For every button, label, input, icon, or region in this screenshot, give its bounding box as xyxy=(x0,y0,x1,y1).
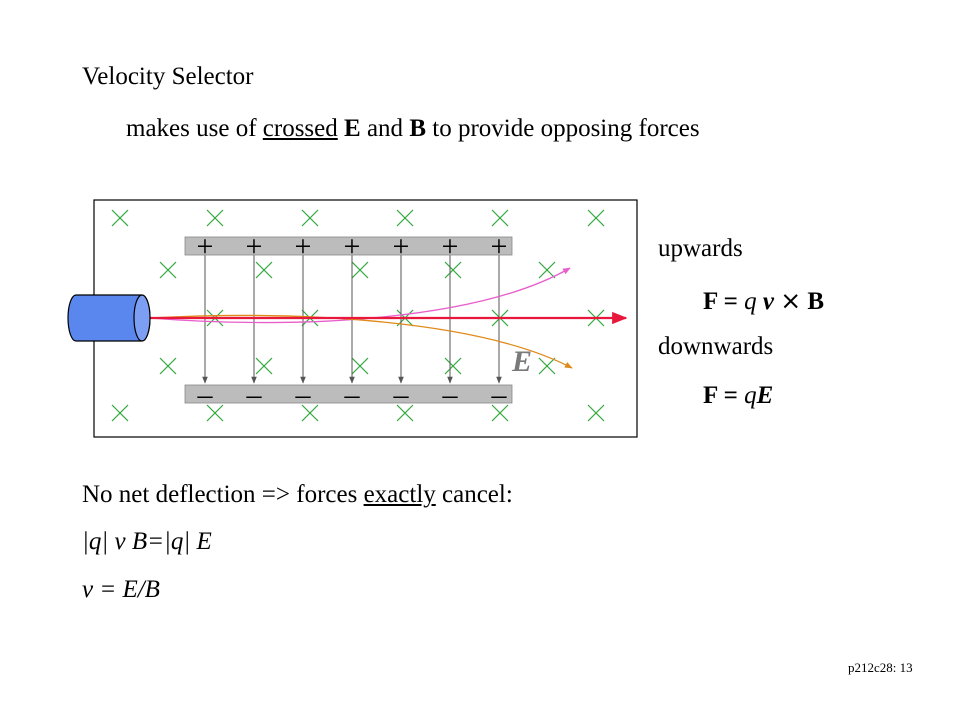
conclusion-post: cancel: xyxy=(435,481,513,508)
b-field-cross-icon xyxy=(587,209,605,227)
b-field-cross-icon xyxy=(159,357,177,375)
b-field-cross-icon xyxy=(206,404,224,422)
slide-title: Velocity Selector xyxy=(82,63,254,90)
positive-charges: + + + + + + + xyxy=(197,230,508,263)
b-field-cross-icon xyxy=(396,209,414,227)
minus-sign: – xyxy=(344,378,361,411)
subtitle-e-field-symbol: E xyxy=(344,115,361,142)
subtitle-underlined-crossed: crossed xyxy=(262,115,338,142)
conclusion-pre: No net deflection => forces xyxy=(82,481,364,508)
positive-plate xyxy=(184,236,513,256)
upwards-label: upwards xyxy=(658,235,743,262)
up-eq-b-field: B xyxy=(807,288,825,315)
b-field-cross-icon xyxy=(538,357,556,375)
minus-sign: – xyxy=(295,378,312,411)
up-eq-charge: q xyxy=(744,288,757,315)
b-field-cross-icon xyxy=(255,261,273,279)
minus-sign: – xyxy=(442,378,459,411)
electric-force-equation: F = qE xyxy=(703,381,773,411)
conclusion-underlined-exactly: exactly xyxy=(363,481,436,508)
velocity-equation: v = E/B xyxy=(82,576,160,603)
subtitle-text-and: and xyxy=(360,115,410,142)
b-field-cross-icon xyxy=(301,209,319,227)
b-field-cross-icon xyxy=(444,357,462,375)
downwards-label: downwards xyxy=(658,333,774,360)
cross-product-symbol: × xyxy=(780,286,802,315)
b-field-cross-icon xyxy=(491,404,509,422)
plus-sign: + xyxy=(246,230,263,263)
minus-sign: – xyxy=(491,378,508,411)
minus-sign: – xyxy=(393,378,410,411)
lower-deflected-path xyxy=(149,314,573,369)
b-field-cross-icon xyxy=(396,404,414,422)
b-field-cross-icon xyxy=(444,261,462,279)
down-eq-e-field: E xyxy=(756,382,774,409)
b-field-cross-icon xyxy=(206,209,224,227)
up-eq-equals: = xyxy=(717,288,745,315)
up-eq-force: F xyxy=(703,288,718,315)
conclusion-text: No net deflection => forces exactly canc… xyxy=(82,480,513,510)
e-field-label: E xyxy=(511,345,532,378)
subtitle-text-post: to provide opposing forces xyxy=(426,115,700,142)
down-eq-charge: q xyxy=(744,382,757,409)
b-field-cross-icon xyxy=(111,209,129,227)
b-field-cross-icon xyxy=(111,404,129,422)
b-field-cross-icon xyxy=(351,357,369,375)
b-field-cross-icon xyxy=(301,404,319,422)
subtitle-b-field-symbol: B xyxy=(409,115,426,142)
slide-subtitle: makes use of crossed E and B to provide … xyxy=(126,114,700,144)
b-field-cross-icon xyxy=(351,261,369,279)
negative-plate xyxy=(184,384,513,404)
negative-charges: ––––––– xyxy=(197,378,508,411)
slide-number: p212c28: 13 xyxy=(848,660,913,675)
plus-sign: + xyxy=(197,230,214,263)
plus-sign: + xyxy=(344,230,361,263)
down-eq-force: F xyxy=(703,382,718,409)
plus-sign: + xyxy=(393,230,410,263)
b-field-cross-icon xyxy=(491,209,509,227)
plus-sign: + xyxy=(491,230,508,263)
down-eq-equals: = xyxy=(717,382,745,409)
b-field-cross-icon xyxy=(587,404,605,422)
particle-source xyxy=(67,294,151,342)
magnetic-force-equation: F = q v × B xyxy=(703,286,824,317)
b-field-cross-icon xyxy=(538,261,556,279)
b-field-cross-icon xyxy=(159,261,177,279)
subtitle-text-pre: makes use of xyxy=(126,115,263,142)
plus-sign: + xyxy=(442,230,459,263)
minus-sign: – xyxy=(246,378,263,411)
plus-sign: + xyxy=(295,230,312,263)
b-field-cross-icon xyxy=(255,357,273,375)
magnetic-field-crosses xyxy=(111,209,605,422)
minus-sign: – xyxy=(197,378,214,411)
balance-equation: |q| v B=|q| E xyxy=(82,528,212,555)
up-eq-velocity: v xyxy=(762,288,774,315)
